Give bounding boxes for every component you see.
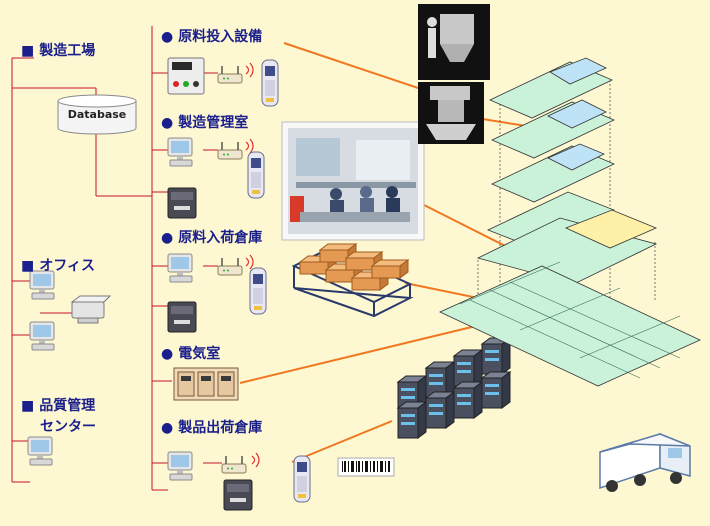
factory-label-text: 製造工場 xyxy=(39,43,96,59)
control-room-photo xyxy=(281,121,425,241)
product-shipping-label: ●製品出荷倉庫 xyxy=(161,419,262,437)
raw-material-input-text: 原料投入設備 xyxy=(178,29,263,45)
circle-marker: ● xyxy=(161,115,174,131)
pc-icon xyxy=(167,451,193,481)
handheld-terminal-icon xyxy=(261,59,279,107)
factory-label: ■製造工場 xyxy=(21,42,95,60)
circle-marker: ● xyxy=(161,346,174,362)
square-marker: ■ xyxy=(21,258,35,274)
wireless-access-point-icon xyxy=(221,455,247,474)
pc-icon xyxy=(167,137,193,167)
manufacturing-control-text: 製造管理室 xyxy=(178,115,249,131)
office-label: ■オフィス xyxy=(21,257,95,275)
barcode-label-icon xyxy=(337,457,395,477)
circle-marker: ● xyxy=(161,420,174,436)
label-printer-icon xyxy=(167,187,197,219)
pc-icon xyxy=(167,253,193,283)
electrical-room-label: ●電気室 xyxy=(161,345,220,363)
office-label-text: オフィス xyxy=(39,258,95,274)
handheld-terminal-icon xyxy=(247,151,265,199)
quality-label-line2: センター xyxy=(40,419,96,435)
equipment-icon xyxy=(418,4,490,144)
server-rack-icon xyxy=(397,337,511,439)
building-floorplan-icon xyxy=(439,57,701,387)
wireless-signal-icon xyxy=(245,254,254,270)
truck-icon xyxy=(599,432,691,492)
wireless-signal-icon xyxy=(245,138,254,154)
network-lines xyxy=(11,26,222,491)
quality-label: ■品質管理 xyxy=(21,397,95,415)
office-devices xyxy=(29,270,112,351)
link-arrows xyxy=(239,42,571,463)
square-marker: ■ xyxy=(21,43,35,59)
raw-material-receiving-label: ●原料入荷倉庫 xyxy=(161,229,262,247)
product-shipping-text: 製品出荷倉庫 xyxy=(178,420,263,436)
control-panel-icon xyxy=(167,57,205,95)
square-marker: ■ xyxy=(21,398,35,414)
wireless-signal-icon xyxy=(251,452,260,468)
wireless-access-point-icon xyxy=(217,141,243,160)
handheld-terminal-icon xyxy=(293,455,311,503)
handheld-terminal-icon xyxy=(249,267,267,315)
circle-marker: ● xyxy=(161,29,174,45)
quality-label-line1: 品質管理 xyxy=(39,398,96,414)
raw-material-receiving-text: 原料入荷倉庫 xyxy=(178,230,263,246)
database-icon xyxy=(57,94,137,135)
printer-icon xyxy=(70,295,112,324)
database-label: Database xyxy=(67,108,127,121)
electrical-cabinet-icon xyxy=(173,367,239,401)
label-printer-icon xyxy=(167,301,197,333)
wireless-signal-icon xyxy=(245,62,254,78)
wireless-access-point-icon xyxy=(217,257,243,276)
pc-icon xyxy=(27,436,53,466)
raw-material-input-label: ●原料投入設備 xyxy=(161,28,262,46)
pc-icon xyxy=(29,321,55,351)
label-printer-icon xyxy=(223,479,253,511)
circle-marker: ● xyxy=(161,230,174,246)
wireless-access-point-icon xyxy=(217,65,243,84)
manufacturing-control-label: ●製造管理室 xyxy=(161,114,248,132)
electrical-room-text: 電気室 xyxy=(178,346,221,362)
pc-icon xyxy=(29,270,55,300)
pallet-rack-icon xyxy=(291,243,414,318)
